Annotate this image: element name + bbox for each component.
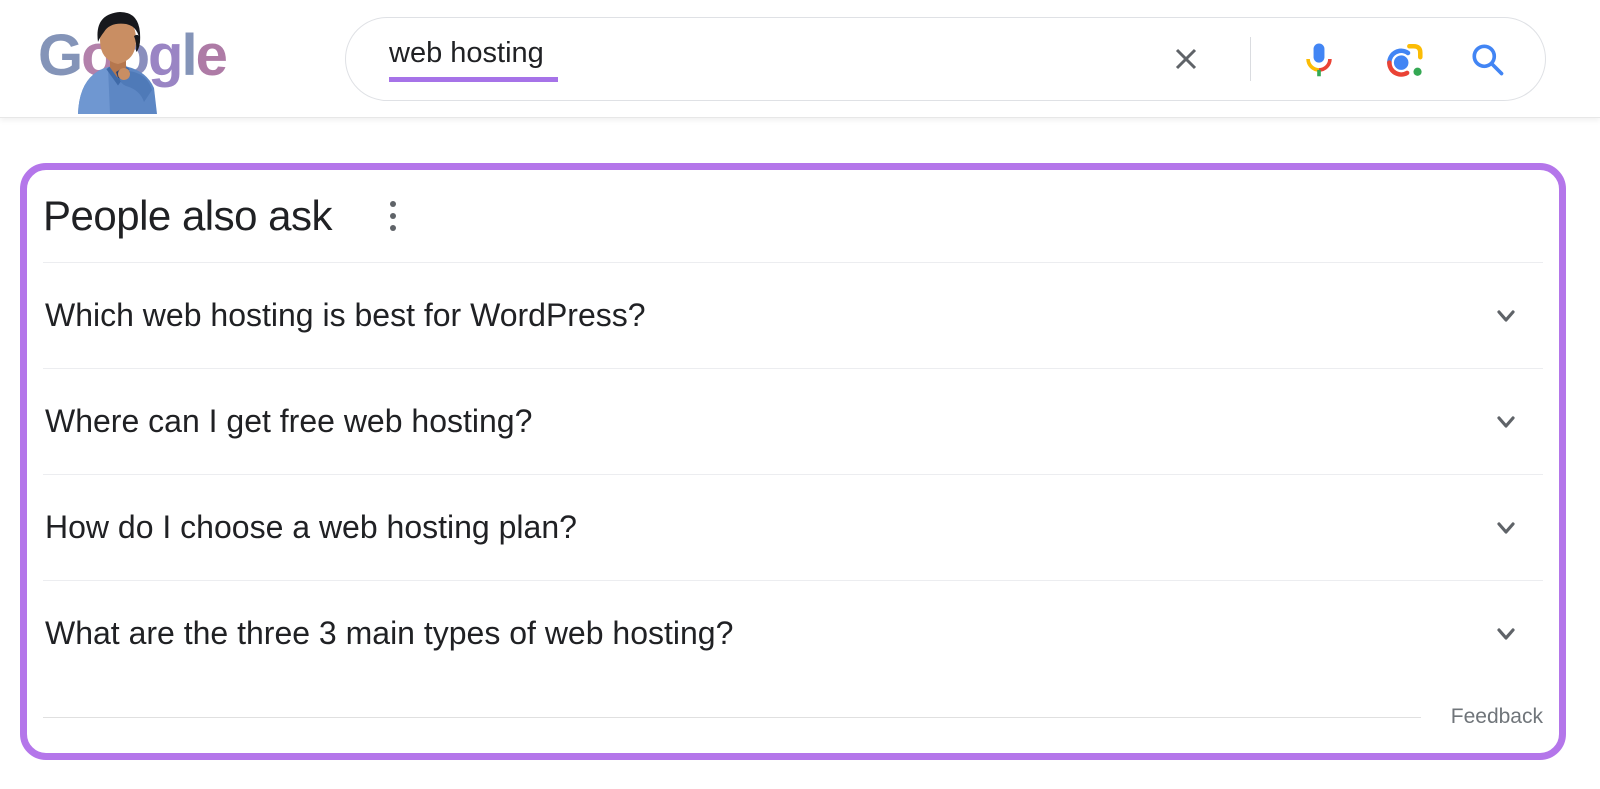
question-row[interactable]: Where can I get free web hosting? — [43, 368, 1543, 474]
google-lens-icon — [1387, 44, 1423, 77]
question-text: How do I choose a web hosting plan? — [45, 509, 577, 545]
chevron-down-icon[interactable] — [1491, 301, 1521, 331]
search-bar-divider — [1250, 37, 1251, 81]
search-submit-button[interactable] — [1467, 39, 1507, 79]
kebab-dot — [390, 213, 397, 219]
search-header: Google web hosting — [0, 0, 1600, 118]
chevron-down-icon[interactable] — [1491, 619, 1521, 649]
question-text: Where can I get free web hosting? — [45, 403, 533, 439]
feedback-row: Feedback — [43, 686, 1543, 748]
feedback-link[interactable]: Feedback — [1450, 705, 1543, 728]
more-options-button[interactable] — [384, 195, 402, 237]
feedback-divider — [43, 716, 1421, 718]
question-text: Which web hosting is best for WordPress? — [45, 297, 646, 333]
search-input[interactable]: web hosting — [389, 37, 558, 82]
question-row[interactable]: What are the three 3 main types of web h… — [43, 580, 1543, 686]
clear-search-button[interactable] — [1170, 43, 1202, 75]
lens-search-button[interactable] — [1383, 39, 1423, 79]
question-text: What are the three 3 main types of web h… — [45, 615, 734, 651]
search-icon — [1472, 44, 1504, 76]
logo-letter: g — [148, 23, 183, 88]
kebab-dot — [390, 225, 397, 231]
people-also-ask-title: People also ask — [43, 192, 333, 239]
logo-letter: e — [195, 23, 228, 88]
chevron-down-icon[interactable] — [1491, 513, 1521, 543]
search-bar[interactable]: web hosting — [345, 17, 1546, 101]
doodle-figure-icon — [78, 12, 157, 114]
logo-letter: l — [181, 23, 197, 88]
people-also-ask-section: People also ask Which web hosting is bes… — [20, 163, 1566, 760]
question-row[interactable]: Which web hosting is best for WordPress? — [43, 262, 1543, 368]
question-row[interactable]: How do I choose a web hosting plan? — [43, 474, 1543, 580]
kebab-dot — [390, 201, 397, 207]
close-icon — [1175, 48, 1197, 70]
voice-search-button[interactable] — [1299, 39, 1339, 79]
microphone-icon — [1306, 43, 1332, 77]
chevron-down-icon[interactable] — [1491, 407, 1521, 437]
logo-letter: G — [38, 23, 83, 88]
